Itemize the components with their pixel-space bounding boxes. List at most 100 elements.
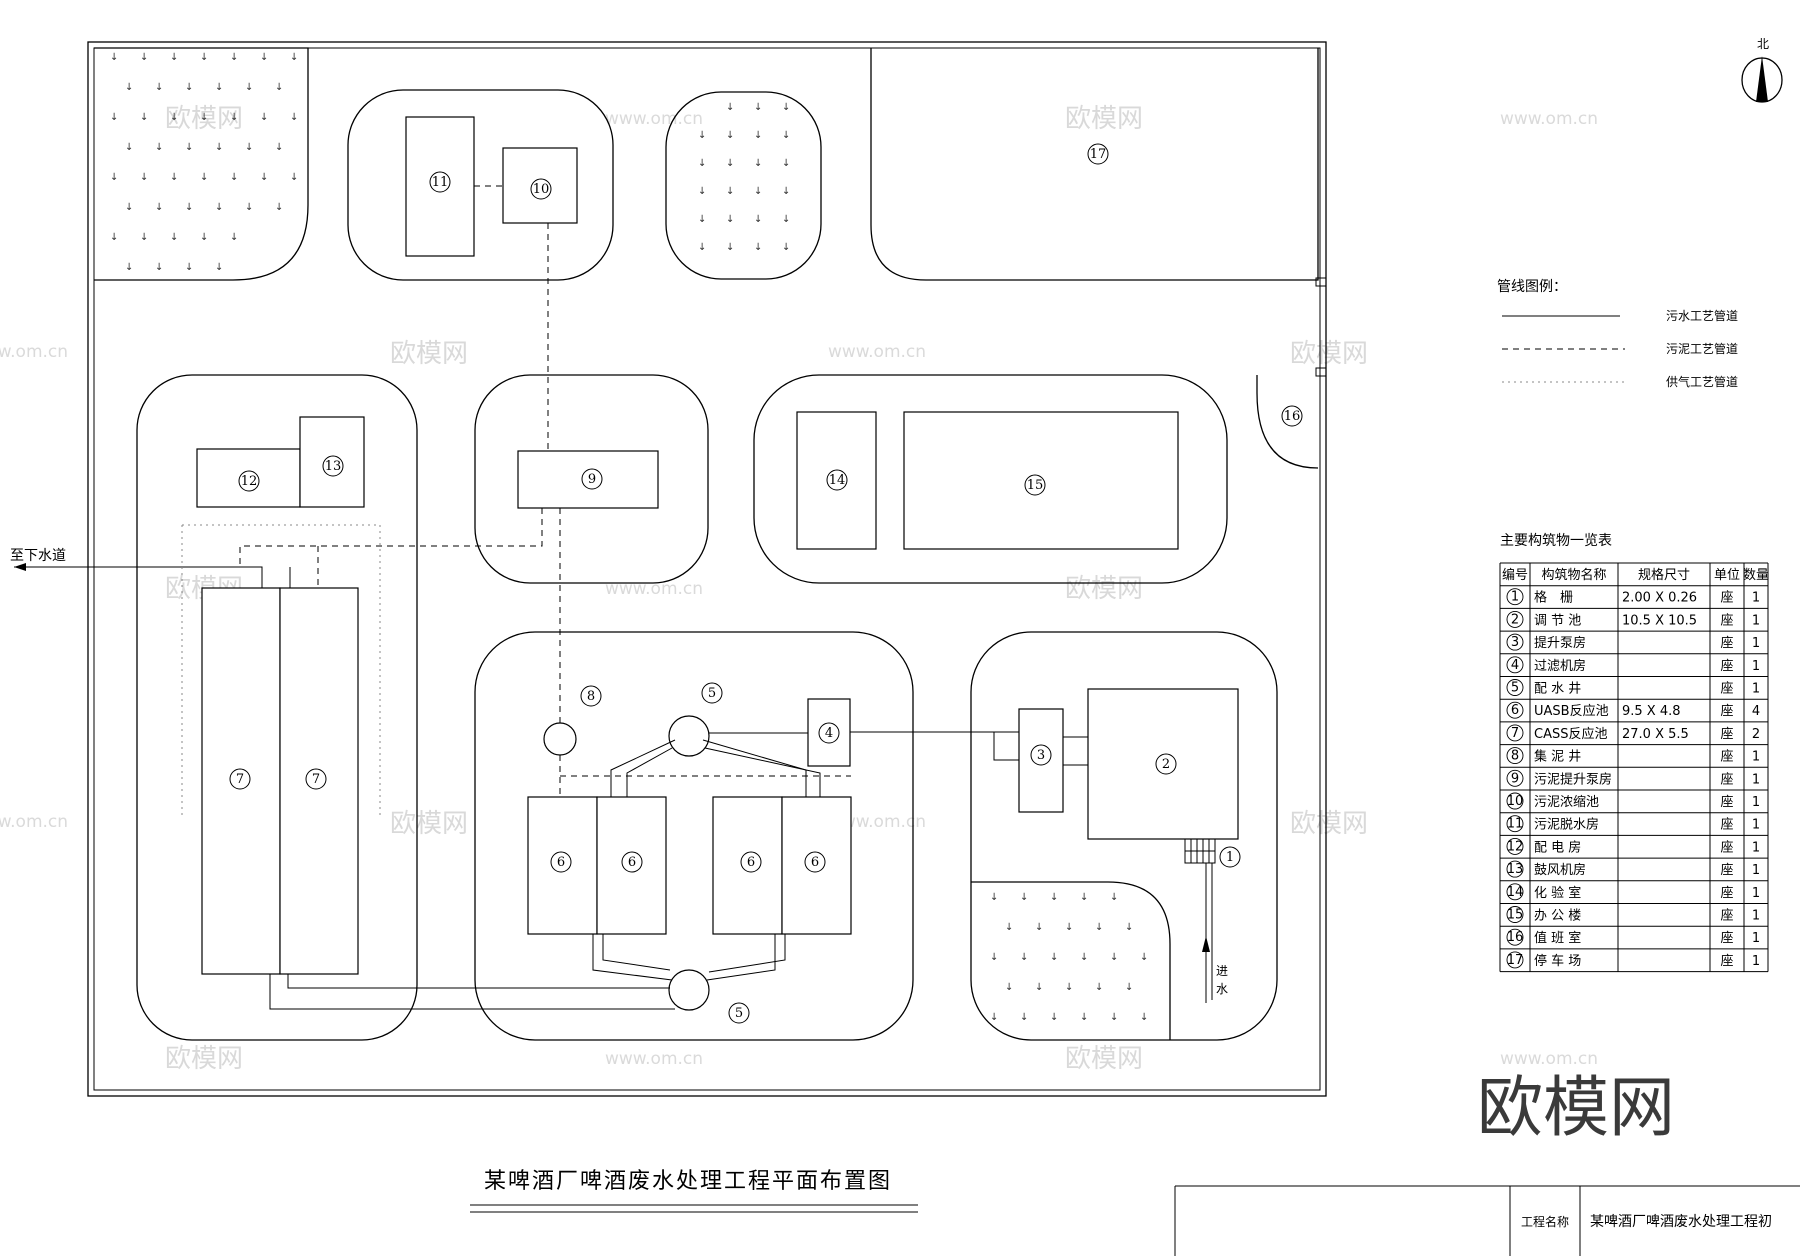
- plant-symbol: ↓: [185, 202, 193, 213]
- table-cell-name: 鼓风机房: [1534, 862, 1586, 878]
- plant-symbol: ↓: [1005, 982, 1013, 993]
- plant-symbol: ↓: [170, 172, 178, 183]
- plant-symbol: ↓: [990, 1012, 998, 1023]
- structure-tag-7: 7: [229, 768, 251, 790]
- table-header: 单位: [1714, 568, 1740, 583]
- table-header: 构筑物名称: [1541, 567, 1606, 583]
- watermark-brand: 欧模网: [1065, 104, 1143, 134]
- structure-tag-5: 5: [728, 1002, 750, 1024]
- table-cell-size: 10.5 X 10.5: [1622, 613, 1697, 628]
- sewage-pipes: [80, 566, 1213, 1010]
- air-pipes: [181, 524, 381, 815]
- plant-symbol: ↓: [754, 158, 762, 169]
- plant-symbol: ↓: [200, 232, 208, 243]
- table-cell-qty: 1: [1752, 909, 1760, 924]
- table-cell-unit: 座: [1720, 772, 1733, 787]
- structure-tag-6: 6: [621, 851, 643, 873]
- plant-symbol: ↓: [245, 142, 253, 153]
- svg-text:17: 17: [1090, 147, 1107, 162]
- plant-symbol: ↓: [125, 202, 133, 213]
- structure-tag-17: 17: [1087, 143, 1109, 165]
- plant-symbol: ↓: [140, 112, 148, 123]
- svg-text:15: 15: [1027, 478, 1044, 493]
- plant-symbol: ↓: [782, 102, 790, 113]
- table-cell-no: 9: [1511, 771, 1519, 786]
- plant-symbol: ↓: [782, 130, 790, 141]
- table-cell-name: 过滤机房: [1534, 658, 1586, 674]
- table-cell-unit: 座: [1720, 931, 1733, 946]
- watermark-site: www.om.cn: [828, 342, 926, 362]
- watermark-layer: 欧模网 www.om.cn 欧模网 www.om.cn www.om.cn 欧模…: [0, 104, 1598, 1074]
- plant-symbol: ↓: [155, 262, 163, 273]
- svg-text:2: 2: [1162, 757, 1170, 772]
- table-cell-no: 1: [1511, 590, 1519, 605]
- table-cell-qty: 1: [1752, 636, 1760, 651]
- inlet-zone: [970, 631, 1278, 1041]
- table-cell-name: 调 节 池: [1534, 613, 1581, 628]
- plant-symbol: ↓: [125, 262, 133, 273]
- watermark-brand: 欧模网: [165, 1044, 243, 1074]
- plant-symbol: ↓: [140, 232, 148, 243]
- table-cell-no: 2: [1511, 612, 1519, 627]
- table-cell-no: 13: [1507, 862, 1524, 877]
- plant-symbol: ↓: [260, 112, 268, 123]
- table-cell-name: 集 泥 井: [1534, 749, 1581, 765]
- structure-tag-14: 14: [826, 469, 848, 491]
- table-cell-no: 4: [1511, 658, 1519, 673]
- plant-symbol: ↓: [782, 158, 790, 169]
- structure-tag-1: 1: [1219, 846, 1241, 868]
- structure-5-bottom: [668, 969, 710, 1011]
- watermark-site: www.om.cn: [1500, 1049, 1598, 1069]
- plant-symbol: ↓: [290, 112, 298, 123]
- structure-tag-6: 6: [804, 851, 826, 873]
- table-cell-no: 16: [1507, 930, 1524, 945]
- plant-symbol: ↓: [110, 112, 118, 123]
- sludge-treatment-zone: [347, 89, 614, 281]
- green-area-north-plants: ↓↓↓↓↓↓↓↓↓↓↓↓↓↓↓↓↓↓↓↓↓↓↓: [698, 102, 790, 253]
- watermark-brand: 欧模网: [1065, 1044, 1143, 1074]
- structure-5-top: [668, 715, 710, 757]
- plant-symbol: ↓: [170, 112, 178, 123]
- legend-label: 供气工艺管道: [1666, 374, 1738, 389]
- plant-symbol: ↓: [215, 142, 223, 153]
- table-cell-name: 停 车 场: [1534, 953, 1581, 969]
- guard-room: [1256, 375, 1319, 469]
- watermark-brand: 欧模网: [1065, 574, 1143, 604]
- gate-post: [1315, 277, 1327, 287]
- office-zone: [753, 374, 1228, 584]
- plant-symbol: ↓: [260, 52, 268, 63]
- plant-symbol: ↓: [1110, 1012, 1118, 1023]
- plant-symbol: ↓: [754, 186, 762, 197]
- structure-tag-13: 13: [322, 455, 344, 477]
- plant-symbol: ↓: [1095, 982, 1103, 993]
- table-cell-qty: 1: [1752, 954, 1760, 969]
- structure-tag-11: 11: [429, 171, 451, 193]
- plant-symbol: ↓: [782, 186, 790, 197]
- svg-text:7: 7: [236, 772, 244, 787]
- plant-symbol: ↓: [125, 82, 133, 93]
- svg-text:5: 5: [735, 1006, 743, 1021]
- plant-symbol: ↓: [698, 214, 706, 225]
- site-boundary: [87, 41, 1327, 1097]
- table-cell-unit: 座: [1720, 727, 1733, 742]
- to-sewer-label: 至下水道: [10, 548, 66, 564]
- table-cell-qty: 1: [1752, 931, 1760, 946]
- table-cell-name: 值 班 室: [1534, 930, 1581, 946]
- plant-symbol: ↓: [275, 82, 283, 93]
- green-area-nw: [94, 47, 309, 281]
- table-cell-name: 污泥提升泵房: [1534, 771, 1612, 787]
- pipe-legend: 管线图例： 污水工艺管道 污泥工艺管道 供气工艺管道: [1497, 279, 1738, 389]
- table-cell-unit: 座: [1720, 954, 1733, 969]
- plant-symbol: ↓: [726, 242, 734, 253]
- legend-label: 污泥工艺管道: [1666, 341, 1738, 356]
- plant-symbol: ↓: [110, 52, 118, 63]
- north-label: 北: [1757, 37, 1769, 51]
- structure-tag-6: 6: [740, 851, 762, 873]
- structure-8: [543, 722, 577, 756]
- parking-area: [870, 48, 1319, 281]
